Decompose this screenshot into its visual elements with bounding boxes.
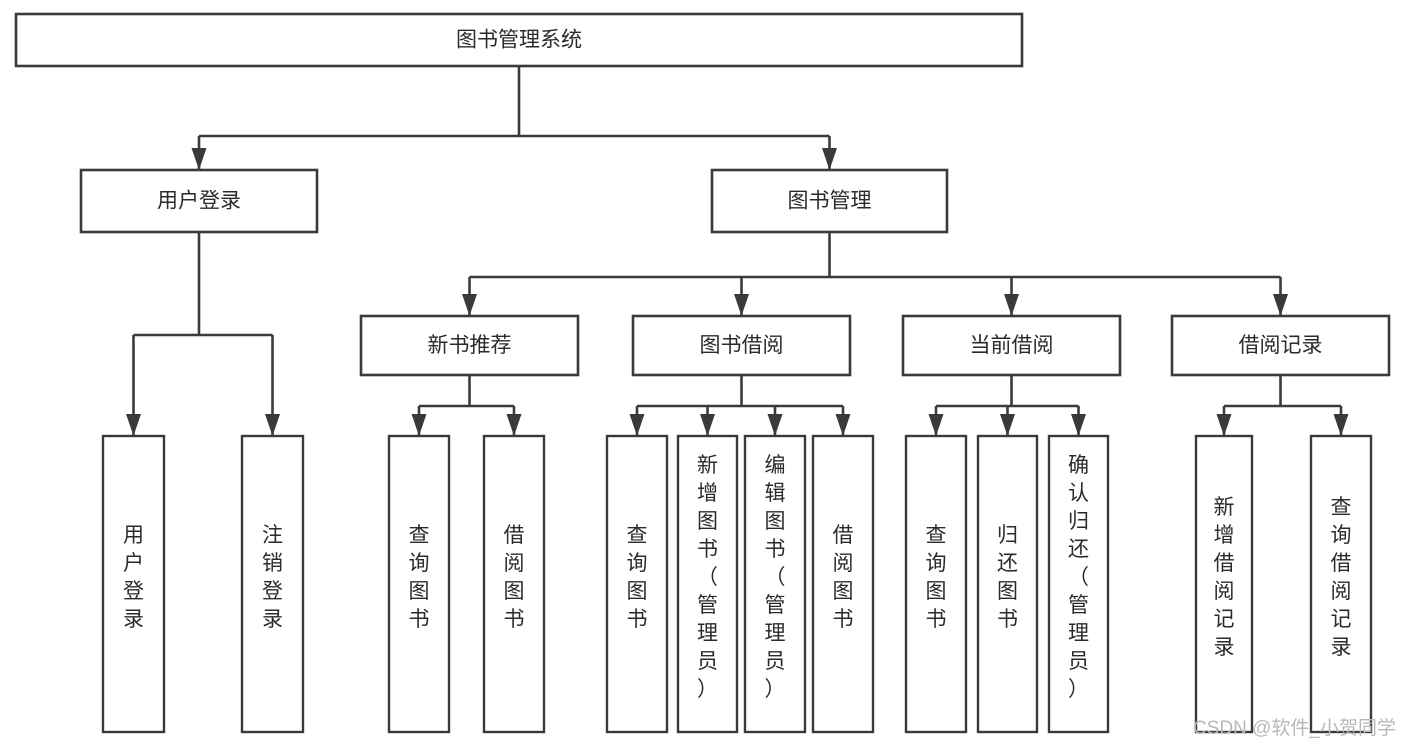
node-label-leaf-query-book-recommend: 查询图书 bbox=[409, 524, 430, 631]
node-leaf-add-borrow-record[interactable]: 新增借阅记录 bbox=[1194, 434, 1254, 734]
arrow-down-icon bbox=[1273, 294, 1288, 316]
node-box-leaf-confirm-return-admin bbox=[1047, 434, 1110, 734]
node-leaf-edit-book-admin[interactable]: 编辑图书（管理员） bbox=[743, 434, 807, 734]
node-box-leaf-query-book-recommend bbox=[387, 434, 451, 734]
arrow-down-icon bbox=[191, 148, 207, 170]
node-leaf-borrow-book-recommend[interactable]: 借阅图书 bbox=[482, 434, 546, 734]
node-leaf-confirm-return-admin[interactable]: 确认归还（管理员） bbox=[1047, 434, 1110, 734]
node-user-login[interactable]: 用户登录 bbox=[79, 168, 319, 234]
arrow-down-icon bbox=[1004, 294, 1019, 316]
node-layer: 图书管理系统用户登录图书管理新书推荐图书借阅当前借阅借阅记录用户登录注销登录查询… bbox=[14, 12, 1391, 734]
node-box-new-book-recommend bbox=[359, 314, 580, 377]
arrow-down-icon bbox=[1000, 414, 1015, 436]
arrow-down-icon bbox=[1333, 414, 1349, 436]
node-box-leaf-borrow-book-recommend bbox=[482, 434, 546, 734]
node-leaf-query-book-borrow[interactable]: 查询图书 bbox=[605, 434, 669, 734]
node-label-user-login: 用户登录 bbox=[157, 190, 241, 213]
node-label-root: 图书管理系统 bbox=[456, 29, 582, 52]
node-leaf-user-login[interactable]: 用户登录 bbox=[101, 434, 166, 734]
node-book-management[interactable]: 图书管理 bbox=[710, 168, 949, 234]
node-leaf-borrow-book[interactable]: 借阅图书 bbox=[811, 434, 875, 734]
node-box-book-borrow bbox=[631, 314, 852, 377]
arrow-down-icon bbox=[822, 148, 837, 170]
node-new-book-recommend[interactable]: 新书推荐 bbox=[359, 314, 580, 377]
node-label-leaf-borrow-book: 借阅图书 bbox=[833, 524, 854, 631]
node-box-leaf-borrow-book bbox=[811, 434, 875, 734]
node-label-leaf-return-book: 归还图书 bbox=[997, 524, 1018, 631]
node-box-leaf-add-book-admin bbox=[676, 434, 739, 734]
node-leaf-add-book-admin[interactable]: 新增图书（管理员） bbox=[676, 434, 739, 734]
arrow-down-icon bbox=[767, 414, 783, 436]
node-box-leaf-query-borrow-record bbox=[1309, 434, 1373, 734]
arrow-down-icon bbox=[734, 294, 749, 316]
node-label-current-borrow: 当前借阅 bbox=[970, 334, 1054, 357]
node-label-leaf-query-book-borrow: 查询图书 bbox=[627, 524, 648, 631]
node-box-leaf-query-book-borrow bbox=[605, 434, 669, 734]
node-label-leaf-add-book-admin: 新增图书（管理员） bbox=[697, 454, 718, 701]
node-label-leaf-query-book-current: 查询图书 bbox=[926, 524, 947, 631]
node-box-leaf-return-book bbox=[976, 434, 1039, 734]
node-label-leaf-user-login: 用户登录 bbox=[123, 524, 144, 631]
node-label-leaf-logout: 注销登录 bbox=[262, 524, 283, 631]
arrow-down-icon bbox=[928, 414, 944, 436]
node-box-borrow-record bbox=[1170, 314, 1391, 377]
node-box-root bbox=[14, 12, 1024, 68]
arrow-down-icon bbox=[1216, 414, 1232, 436]
node-root[interactable]: 图书管理系统 bbox=[14, 12, 1024, 68]
node-box-current-borrow bbox=[901, 314, 1122, 377]
node-label-leaf-edit-book-admin: 编辑图书（管理员） bbox=[765, 454, 786, 701]
node-label-leaf-borrow-book-recommend: 借阅图书 bbox=[504, 524, 525, 631]
node-box-user-login bbox=[79, 168, 319, 234]
node-leaf-return-book[interactable]: 归还图书 bbox=[976, 434, 1039, 734]
arrow-down-icon bbox=[265, 414, 280, 436]
node-box-leaf-edit-book-admin bbox=[743, 434, 807, 734]
node-label-new-book-recommend: 新书推荐 bbox=[428, 334, 512, 357]
csdn-watermark: CSDN @软件_小贺同学 bbox=[1193, 717, 1396, 739]
edge-layer bbox=[126, 66, 1349, 436]
node-label-leaf-add-borrow-record: 新增借阅记录 bbox=[1214, 496, 1235, 659]
arrow-down-icon bbox=[126, 414, 141, 436]
arrow-down-icon bbox=[462, 294, 477, 316]
arrow-down-icon bbox=[629, 414, 645, 436]
node-leaf-query-book-current[interactable]: 查询图书 bbox=[904, 434, 968, 734]
node-leaf-logout[interactable]: 注销登录 bbox=[240, 434, 305, 734]
arrow-down-icon bbox=[1071, 414, 1086, 436]
node-borrow-record[interactable]: 借阅记录 bbox=[1170, 314, 1391, 377]
arrow-down-icon bbox=[700, 414, 715, 436]
node-book-borrow[interactable]: 图书借阅 bbox=[631, 314, 852, 377]
node-label-borrow-record: 借阅记录 bbox=[1239, 334, 1323, 357]
node-box-leaf-user-login bbox=[101, 434, 166, 734]
node-label-leaf-confirm-return-admin: 确认归还（管理员） bbox=[1068, 454, 1089, 701]
node-label-book-borrow: 图书借阅 bbox=[700, 334, 784, 357]
node-current-borrow[interactable]: 当前借阅 bbox=[901, 314, 1122, 377]
node-box-book-management bbox=[710, 168, 949, 234]
node-box-leaf-query-book-current bbox=[904, 434, 968, 734]
node-box-leaf-add-borrow-record bbox=[1194, 434, 1254, 734]
node-label-leaf-query-borrow-record: 查询借阅记录 bbox=[1331, 496, 1352, 659]
node-leaf-query-book-recommend[interactable]: 查询图书 bbox=[387, 434, 451, 734]
arrow-down-icon bbox=[411, 414, 427, 436]
node-label-book-management: 图书管理 bbox=[788, 190, 872, 213]
arrow-down-icon bbox=[835, 414, 851, 436]
node-box-leaf-logout bbox=[240, 434, 305, 734]
node-leaf-query-borrow-record[interactable]: 查询借阅记录 bbox=[1309, 434, 1373, 734]
arrow-down-icon bbox=[506, 414, 522, 436]
